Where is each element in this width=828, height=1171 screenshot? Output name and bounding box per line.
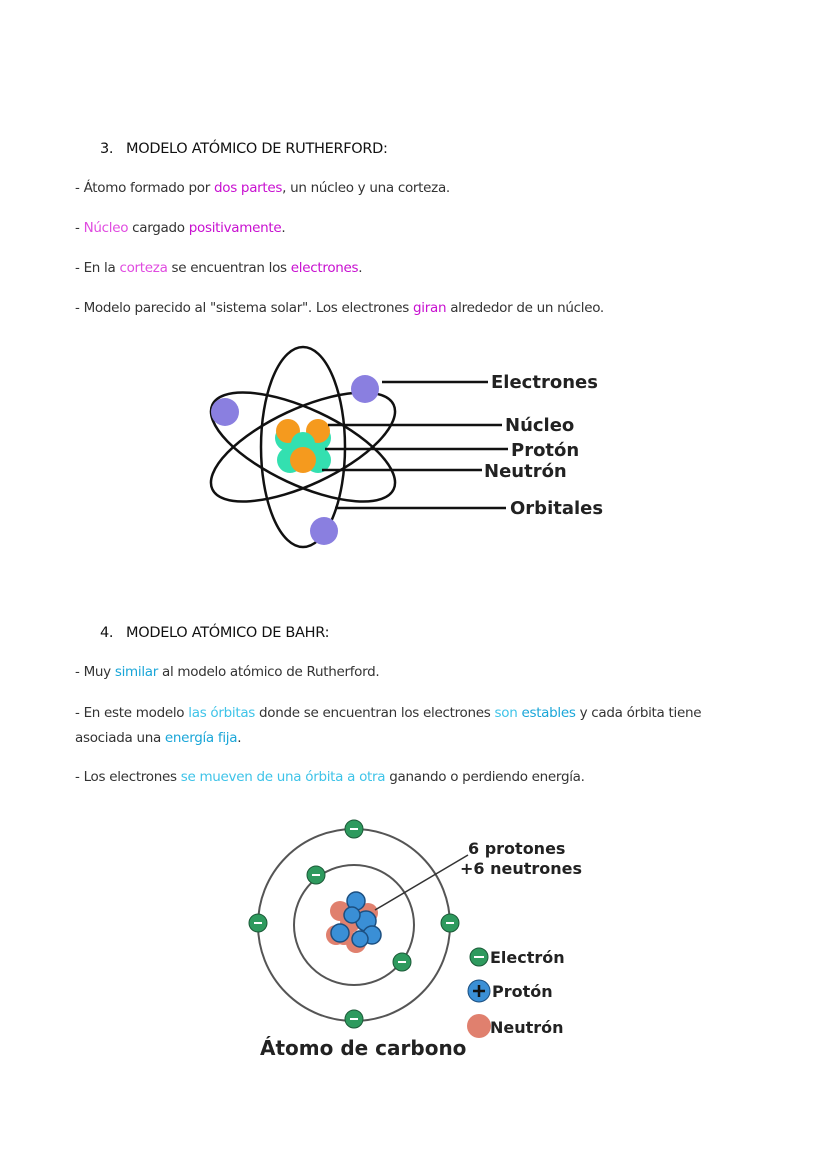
highlighted-term: son	[494, 705, 518, 721]
highlighted-term: giran	[413, 300, 447, 316]
highlighted-term: energía fija	[164, 730, 238, 746]
highlighted-term: estables	[521, 705, 576, 721]
legend-electron: Electrón	[490, 948, 565, 967]
text-segment: - Muy	[75, 664, 115, 680]
label-orbitales: Orbitales	[510, 498, 603, 519]
section-title: MODELO ATÓMICO DE BAHR:	[126, 625, 330, 641]
nucleus-label-neutrons: +6 neutrones	[460, 859, 582, 878]
highlighted-term: las órbitas	[188, 705, 256, 721]
neutron-legend-icon	[467, 1014, 491, 1038]
orbit	[209, 391, 397, 503]
highlighted-term: positivamente	[188, 220, 282, 236]
text-segment: -	[75, 220, 84, 236]
text-segment: .	[281, 220, 286, 236]
section-4-heading: 4. MODELO ATÓMICO DE BAHR:	[100, 625, 329, 641]
text-segment: se encuentran los	[167, 260, 291, 276]
highlighted-term: se mueven de una órbita a otra	[180, 769, 386, 785]
bullet-line: - Modelo parecido al "sistema solar". Lo…	[75, 300, 604, 316]
text-segment: ganando o perdiendo energía.	[385, 769, 585, 785]
bullet-line: - Muy similar al modelo atómico de Ruthe…	[75, 664, 380, 680]
text-segment: alrededor de un núcleo.	[446, 300, 604, 316]
text-segment: - Modelo parecido al "sistema solar". Lo…	[75, 300, 414, 316]
highlighted-term: electrones	[290, 260, 359, 276]
legend-proton: Protón	[492, 982, 553, 1001]
bullet-line: - En este modelo las órbitas donde se en…	[75, 701, 735, 751]
electrons	[248, 819, 460, 1029]
bullet-line: - Átomo formado por dos partes, un núcle…	[75, 180, 450, 196]
electron	[310, 517, 338, 545]
label-nucleo: Núcleo	[505, 415, 574, 436]
text-segment: , un núcleo y una corteza.	[282, 180, 450, 196]
section-number: 3.	[100, 141, 114, 157]
text-segment: y cada órbita tiene asociada una	[75, 705, 702, 746]
orbit	[209, 391, 397, 503]
text-segment: cargado	[128, 220, 189, 236]
legend: Electrón Protón Neutrón	[467, 947, 565, 1038]
text-segment: .	[358, 260, 363, 276]
highlighted-term: similar	[114, 664, 159, 680]
label-proton: Protón	[511, 440, 579, 461]
text-segment: - Átomo formado por	[75, 180, 214, 196]
text-segment: - En la	[75, 260, 120, 276]
nucleus	[326, 891, 382, 953]
electron	[211, 398, 239, 426]
text-segment: - Los electrones	[75, 769, 181, 785]
bullet-line: - Núcleo cargado positivamente.	[75, 220, 286, 236]
proton	[290, 447, 316, 473]
text-segment: .	[237, 730, 242, 746]
rutherford-diagram: Electrones Núcleo Protón Neutrón Orbital…	[209, 345, 603, 549]
inner-orbit	[293, 864, 415, 986]
nucleus-label-protons: 6 protones	[468, 839, 565, 858]
nucleus	[275, 419, 331, 473]
bullet-line: - En la corteza se encuentran los electr…	[75, 260, 363, 276]
label-neutron: Neutrón	[484, 461, 567, 482]
label-leaders	[322, 380, 508, 510]
diagram-caption: Átomo de carbono	[260, 1036, 466, 1060]
bohr-diagram: 6 protones +6 neutrones Electrón Protón …	[248, 819, 582, 1060]
highlighted-term: dos partes	[213, 180, 283, 196]
section-title: MODELO ATÓMICO DE RUTHERFORD:	[126, 141, 388, 157]
text-segment: - En este modelo	[75, 705, 189, 721]
text-segment: al modelo atómico de Rutherford.	[158, 664, 380, 680]
electron	[351, 375, 379, 403]
highlighted-term: corteza	[119, 260, 168, 276]
legend-neutron: Neutrón	[490, 1018, 564, 1037]
orbit	[259, 345, 347, 549]
orbits	[209, 345, 397, 549]
section-3-heading: 3. MODELO ATÓMICO DE RUTHERFORD:	[100, 141, 388, 157]
text-segment: donde se encuentran los electrones	[255, 705, 495, 721]
section-number: 4.	[100, 625, 114, 641]
label-electrones: Electrones	[491, 372, 598, 393]
bullet-line: - Los electrones se mueven de una órbita…	[75, 769, 585, 785]
highlighted-term: Núcleo	[83, 220, 129, 236]
